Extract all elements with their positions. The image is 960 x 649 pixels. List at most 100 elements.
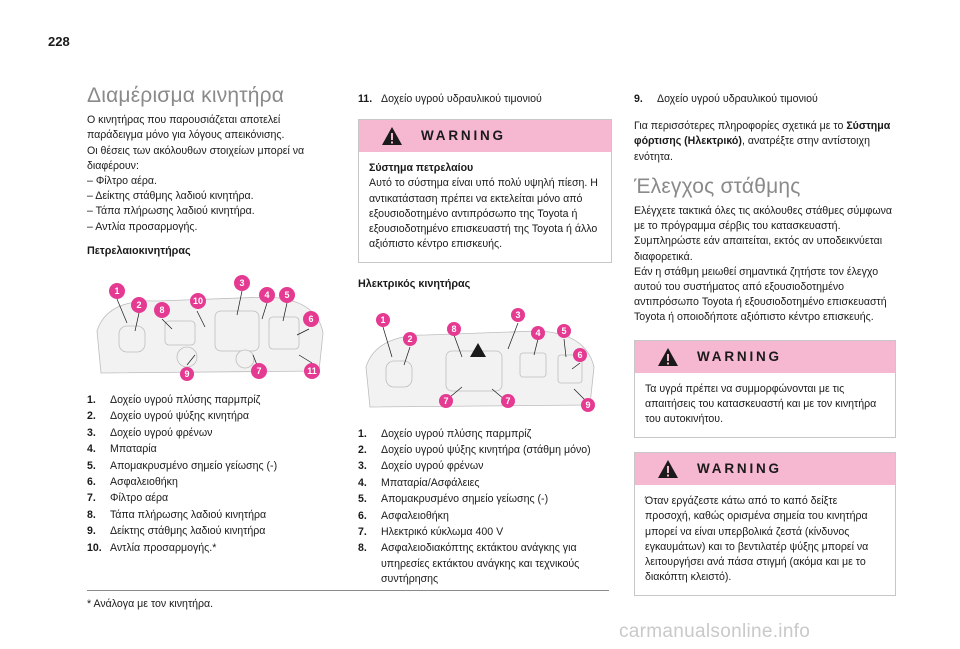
svg-text:9: 9 [585, 400, 590, 410]
warning-box-fuel-system: WARNING Σύστημα πετρελαίου Αυτό το σύστη… [358, 119, 612, 264]
list-item: 6.Ασφαλειοθήκη [87, 475, 178, 488]
callout-badge: 6 [573, 347, 587, 362]
svg-text:7: 7 [256, 366, 261, 376]
more-info-paragraph: Για περισσότερες πληροφορίες σχετικά με … [634, 120, 891, 163]
warning-title: WARNING [697, 348, 782, 364]
column-1: Διαμέρισμα κινητήρα Ο κινητήρας που παρο… [87, 84, 339, 557]
list-item: 4.Μπαταρία/Ασφάλειες [358, 476, 480, 489]
column-3: 9.Δοχείο υγρού υδραυλικού τιμονιού Για π… [634, 92, 896, 610]
svg-text:1: 1 [380, 315, 385, 325]
list-item: 7.Φίλτρο αέρα [87, 492, 169, 505]
warning-title: WARNING [421, 128, 506, 144]
svg-text:2: 2 [136, 300, 141, 310]
list-item: 8.Ασφαλειοδιακόπτης εκτάκτου ανάγκης για… [358, 542, 580, 585]
warning-triangle-icon [382, 127, 402, 146]
warning-header: WARNING [635, 453, 895, 486]
list-item: 3.Δοχείο υγρού φρένων [87, 426, 213, 439]
svg-text:8: 8 [159, 305, 164, 315]
callout-badge: 10 [190, 293, 206, 310]
subhead-electric-motor: Ηλεκτρικός κινητήρας [358, 278, 471, 291]
cross-reference: Σύστημα φόρτισης (Ηλεκτρικό) [634, 120, 891, 148]
dash-item: – Αντλία προσαρμογής. [87, 220, 198, 233]
list-item: 8.Τάπα πλήρωσης λαδιού κινητήρα [87, 508, 267, 521]
list-item: 6.Ασφαλειοθήκη [358, 509, 449, 522]
list-item: 5.Απομακρυσμένο σημείο γείωσης (-) [87, 459, 278, 472]
list-item: 9.Δοχείο υγρού υδραυλικού τιμονιού [634, 93, 818, 105]
callout-badge: 5 [279, 287, 295, 304]
list-item: 11.Δοχείο υγρού υδραυλικού τιμονιού [358, 93, 542, 105]
dash-item: – Δείκτης στάθμης λαδιού κινητήρα. [87, 190, 254, 203]
list-item: 4.Μπαταρία [87, 443, 157, 456]
callout-badge: 4 [531, 325, 545, 340]
diesel-engine-diagram: 1 2 8 10 3 4 5 6 9 7 11 [87, 271, 327, 382]
svg-text:3: 3 [515, 310, 520, 320]
svg-text:11: 11 [307, 366, 317, 376]
svg-text:4: 4 [264, 290, 269, 300]
callout-badge: 4 [259, 287, 275, 304]
callout-badge: 7 [501, 393, 515, 408]
svg-text:6: 6 [577, 350, 582, 360]
electric-motor-diagram: 1 2 8 3 4 5 6 7 7 9 [358, 305, 598, 415]
warning-box-fluids: WARNING Τα υγρά πρέπει να συμμορφώνονται… [634, 339, 896, 439]
warning-triangle-icon [658, 347, 678, 366]
list-item: 2.Δοχείο υγρού ψύξης κινητήρα (στάθμη μό… [358, 444, 591, 457]
intro-paragraph-1: Ο κινητήρας που παρουσιάζεται αποτελεί π… [87, 114, 285, 142]
callout-badge: 3 [234, 275, 250, 292]
callout-badge: 9 [581, 397, 595, 412]
svg-text:4: 4 [535, 328, 540, 338]
warning-title: WARNING [697, 461, 782, 477]
callout-badge: 6 [303, 311, 319, 328]
list-item: 2.Δοχείο υγρού ψύξης κινητήρα [87, 410, 249, 423]
svg-text:6: 6 [308, 314, 313, 324]
callout-badge: 2 [131, 297, 147, 314]
warning-body: Όταν εργάζεστε κάτω από το καπό δείξτε π… [645, 495, 869, 584]
warning-body: Σύστημα πετρελαίου Αυτό το σύστημα είναι… [359, 152, 611, 262]
callout-badge: 11 [304, 363, 320, 380]
callout-badge: 7 [439, 393, 453, 408]
warning-header: WARNING [359, 120, 611, 153]
callout-badge: 1 [376, 312, 390, 327]
callout-badge: 9 [180, 367, 194, 382]
dash-item: – Τάπα πλήρωσης λαδιού κινητήρα. [87, 205, 255, 218]
watermark: carmanualsonline.info [619, 621, 811, 642]
list-item: 1.Δοχείο υγρού πλύσης παρμπρίζ [87, 394, 261, 407]
dash-item: – Φίλτρο αέρα. [87, 175, 157, 188]
callout-badge: 3 [511, 307, 525, 322]
svg-text:10: 10 [193, 296, 203, 306]
list-item: 5.Απομακρυσμένο σημείο γείωσης (-) [358, 493, 549, 506]
svg-text:5: 5 [284, 290, 289, 300]
svg-text:7: 7 [505, 396, 510, 406]
list-item: 1.Δοχείο υγρού πλύσης παρμπρίζ [358, 427, 532, 440]
subhead-diesel-engine: Πετρελαιοκινητήρας [87, 244, 191, 257]
section-title-level-check: Έλεγχος στάθμης [634, 174, 801, 198]
list-item: 10.Αντλία προσαρμογής.* [87, 541, 217, 554]
warning-text: Αυτό το σύστημα είναι υπό πολύ υψηλή πίε… [369, 177, 598, 251]
section-title-engine-compartment: Διαμέρισμα κινητήρα [87, 84, 285, 107]
svg-text:8: 8 [451, 324, 456, 334]
intro-paragraph-2: Οι θέσεις των ακόλουθων στοιχείων μπορεί… [87, 144, 305, 172]
callout-badge: 1 [109, 283, 125, 300]
warning-bold-heading: Σύστημα πετρελαίου [369, 162, 474, 175]
warning-header: WARNING [635, 340, 895, 373]
diesel-engine-illustration: 1 2 8 10 3 4 5 6 9 7 11 [96, 275, 324, 382]
diesel-components-list: 1.Δοχείο υγρού πλύσης παρμπρίζ 2.Δοχείο … [87, 393, 339, 556]
page-number: 228 [48, 34, 70, 49]
electric-motor-illustration: 1 2 8 3 4 5 6 7 7 9 [365, 307, 595, 412]
list-item: 3.Δοχείο υγρού φρένων [358, 460, 484, 473]
svg-text:7: 7 [443, 396, 448, 406]
warning-body: Τα υγρά πρέπει να συμμορφώνονται με τις … [645, 382, 877, 426]
svg-text:5: 5 [561, 326, 566, 336]
callout-badge: 5 [557, 323, 571, 338]
callout-badge: 8 [447, 321, 461, 336]
svg-text:9: 9 [184, 369, 189, 379]
footnote: * Ανάλογα με τον κινητήρα. [87, 598, 214, 610]
callout-badge: 8 [154, 302, 170, 319]
footnote-divider [87, 590, 609, 591]
warning-box-hot-parts: WARNING Όταν εργάζεστε κάτω από το καπό … [634, 452, 896, 597]
svg-text:3: 3 [239, 278, 244, 288]
list-item: 7.Ηλεκτρικό κύκλωμα 400 V [358, 525, 504, 538]
list-item: 9.Δείκτης στάθμης λαδιού κινητήρα [87, 525, 266, 538]
level-check-paragraph-1: Ελέγχετε τακτικά όλες τις ακόλουθες στάθ… [634, 205, 893, 263]
callout-badge: 2 [403, 331, 417, 346]
warning-triangle-icon [658, 460, 678, 479]
